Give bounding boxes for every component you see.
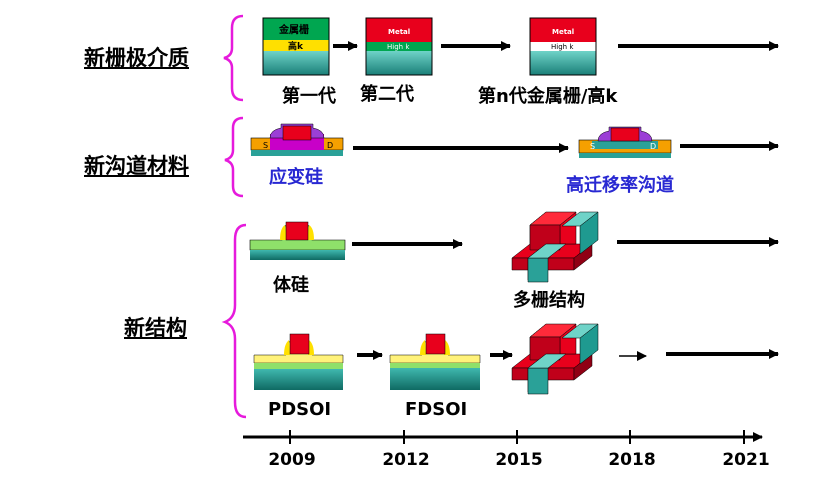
high-mobility-label: 高迁移率沟道	[566, 175, 674, 196]
pdsoi-transistor	[253, 333, 344, 390]
drain-label: D	[327, 141, 333, 150]
year-label: 2009	[268, 450, 316, 470]
genn-bottom-text: High k	[551, 43, 574, 51]
bulk-si-transistor	[249, 221, 346, 260]
strained-si-label: 应变硅	[269, 167, 323, 188]
genn-top-text: Metal	[552, 28, 574, 36]
multigate-structure-top	[511, 211, 599, 283]
genn-label: 第n代金属栅/高k	[478, 86, 618, 107]
timeline-axis	[243, 430, 763, 444]
multigate-label: 多栅结构	[513, 290, 585, 311]
gen1-top-text: 金属栅	[278, 23, 309, 36]
gen1-bottom-text: 高k	[288, 40, 304, 52]
bracket-channel	[224, 116, 244, 198]
pdsoi-label: PDSOI	[268, 399, 332, 420]
gen2-label: 第二代	[360, 84, 414, 105]
drain-label-2: D	[650, 142, 656, 151]
source-label: S	[263, 141, 268, 150]
year-label: 2018	[608, 450, 656, 470]
fdsoi-label: FDSOI	[405, 399, 468, 420]
multigate-structure-bottom	[511, 323, 599, 395]
gen2-bottom-text: High k	[387, 43, 410, 51]
gen1-label: 第一代	[282, 86, 336, 107]
bracket-structure	[221, 223, 247, 419]
high-mobility-transistor	[578, 126, 672, 158]
bulk-si-label: 体硅	[273, 275, 309, 296]
gate-gen2-stack	[365, 17, 433, 76]
strained-si-transistor	[250, 123, 344, 156]
year-label: 2015	[495, 450, 543, 470]
category-gate-dielectric: 新栅极介质	[84, 46, 189, 70]
category-channel-material: 新沟道材料	[84, 154, 189, 178]
bracket-gate	[223, 14, 244, 102]
source-label-2: S	[590, 142, 595, 151]
category-new-structure: 新结构	[124, 316, 187, 340]
gate-gen1-stack	[262, 17, 330, 76]
year-label: 2012	[382, 450, 430, 470]
fdsoi-transistor	[389, 333, 481, 390]
year-label: 2021	[722, 450, 770, 470]
gate-genn-stack	[529, 17, 597, 76]
gen2-top-text: Metal	[388, 28, 410, 36]
